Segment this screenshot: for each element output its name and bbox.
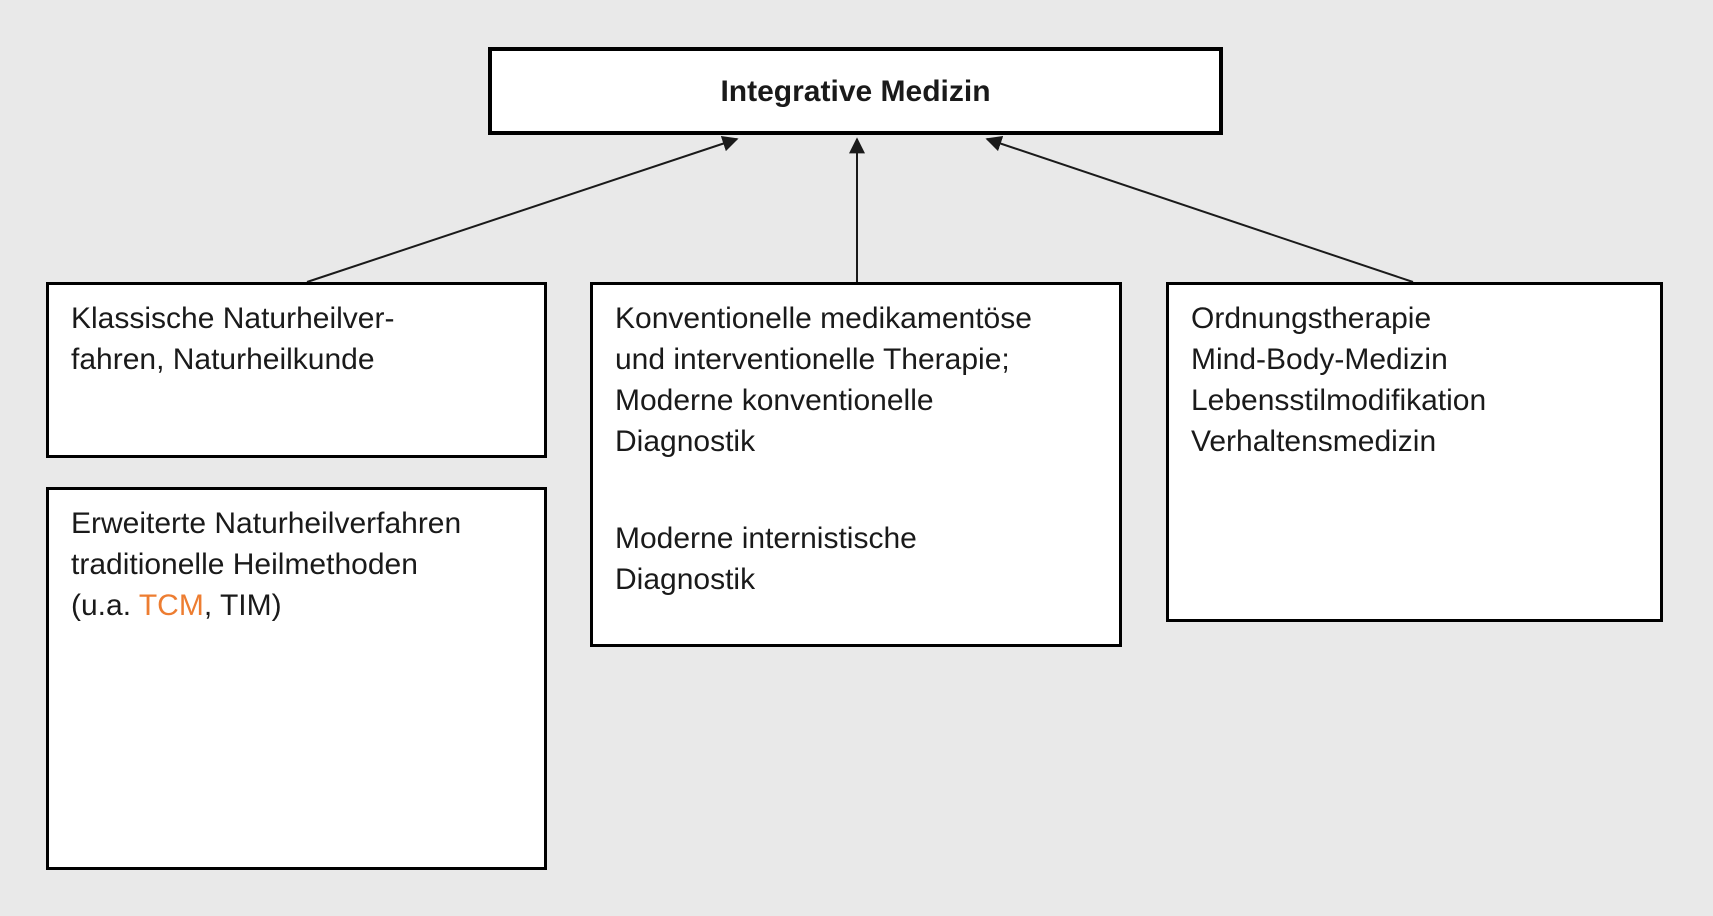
text-line: Erweiterte Naturheilverfahren (71, 507, 462, 540)
text-line: traditionelle Heilmethoden (71, 548, 418, 581)
box-text: Erweiterte Naturheilverfahren traditione… (49, 490, 544, 626)
box-erweiterte-naturheilverfahren: Erweiterte Naturheilverfahren traditione… (46, 487, 547, 870)
box-text: Klassische Naturheilver- fahren, Naturhe… (49, 285, 544, 380)
box-integrative-medizin: Integrative Medizin (488, 47, 1223, 135)
text-line: fahren, Naturheilkunde (71, 343, 375, 376)
text-segment: , TIM) (203, 589, 282, 622)
box-text: Ordnungstherapie Mind-Body-Medizin Leben… (1169, 285, 1660, 462)
text-line: Mind-Body-Medizin (1191, 343, 1448, 376)
text-line: Verhaltensmedizin (1191, 425, 1437, 458)
box-text: Konventionelle medikamentöse und interve… (593, 285, 1119, 600)
tcm-highlight-text: TCM (138, 589, 204, 622)
box-ordnungstherapie: Ordnungstherapie Mind-Body-Medizin Leben… (1166, 282, 1663, 622)
text-line-tcm-tim: (u.a. TCM, TIM) (71, 585, 524, 626)
text-line: Konventionelle medikamentöse (615, 302, 1032, 335)
text-line: Lebensstilmodifikation (1191, 384, 1487, 417)
box-konventionelle-therapie: Konventionelle medikamentöse und interve… (590, 282, 1122, 647)
text-line: und interventionelle Therapie; (615, 343, 1010, 376)
arrow-left-to-title (306, 135, 739, 283)
text-segment: (u.a. (71, 589, 139, 622)
text-line: Ordnungstherapie (1191, 302, 1432, 335)
text-line: Moderne internistische (615, 522, 917, 555)
text-line: Diagnostik (615, 425, 756, 458)
paragraph-konventionelle: Konventionelle medikamentöse und interve… (615, 298, 1099, 462)
arrow-right-to-title (985, 135, 1414, 283)
text-line: Klassische Naturheilver- (71, 302, 395, 335)
diagram-title: Integrative Medizin (720, 74, 991, 108)
text-line: Moderne konventionelle (615, 384, 934, 417)
paragraph-moderne-diagnostik: Moderne internistische Diagnostik (615, 518, 1099, 600)
box-klassische-naturheilverfahren: Klassische Naturheilver- fahren, Naturhe… (46, 282, 547, 458)
text-line: Diagnostik (615, 563, 756, 596)
